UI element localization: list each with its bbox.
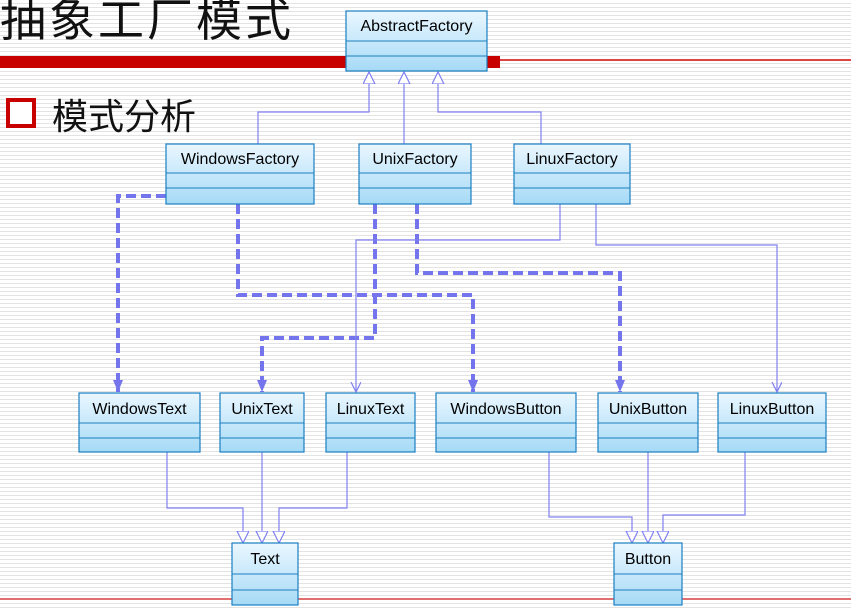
class-name: WindowsText	[92, 401, 187, 418]
dep-unix-factory-unix-button	[415, 204, 625, 392]
class-text[interactable]: Text	[231, 542, 299, 606]
footer-line	[0, 598, 851, 600]
class-name: WindowsFactory	[181, 151, 299, 168]
class-button[interactable]: Button	[613, 542, 683, 606]
class-name: LinuxButton	[730, 401, 815, 418]
class-unix-button[interactable]: UnixButton	[597, 392, 699, 453]
class-linux-text[interactable]: LinuxText	[325, 392, 416, 453]
class-name: Button	[625, 551, 671, 568]
inherit-linux-factory	[438, 72, 542, 144]
class-windows-button[interactable]: WindowsButton	[435, 392, 577, 453]
class-unix-factory[interactable]: UnixFactory	[358, 143, 472, 205]
inherit-windows-button	[548, 452, 632, 543]
class-unix-text[interactable]: UnixText	[219, 392, 305, 453]
class-name: AbstractFactory	[360, 18, 472, 35]
class-linux-button[interactable]: LinuxButton	[717, 392, 827, 453]
dep-windows-factory-windows-text	[113, 194, 166, 392]
class-abstract-factory[interactable]: AbstractFactory	[345, 10, 488, 72]
dep-windows-factory-windows-button	[236, 204, 478, 392]
section-heading: 模式分析	[52, 97, 197, 138]
inherit-linux-text	[279, 452, 348, 543]
inherit-windows-factory	[257, 72, 369, 144]
inherit-linux-button	[663, 452, 746, 543]
class-name: LinuxFactory	[526, 151, 618, 168]
slide-title: 抽象工厂模式	[0, 0, 294, 47]
class-windows-text[interactable]: WindowsText	[78, 392, 201, 453]
class-name: LinuxText	[337, 401, 405, 418]
class-name: Text	[250, 551, 280, 568]
class-name: UnixText	[231, 401, 293, 418]
class-name: WindowsButton	[450, 401, 561, 418]
square-bullet-icon	[6, 98, 36, 128]
class-name: UnixFactory	[372, 151, 457, 168]
dep-unix-factory-unix-text	[257, 204, 377, 392]
assoc-linux-factory-linux-text	[356, 204, 561, 392]
class-linux-factory[interactable]: LinuxFactory	[513, 143, 631, 205]
inherit-windows-text	[166, 452, 243, 543]
class-windows-factory[interactable]: WindowsFactory	[165, 143, 315, 205]
class-name: UnixButton	[609, 401, 687, 418]
assoc-linux-factory-linux-button	[595, 204, 777, 392]
title-underline-line	[500, 59, 851, 61]
